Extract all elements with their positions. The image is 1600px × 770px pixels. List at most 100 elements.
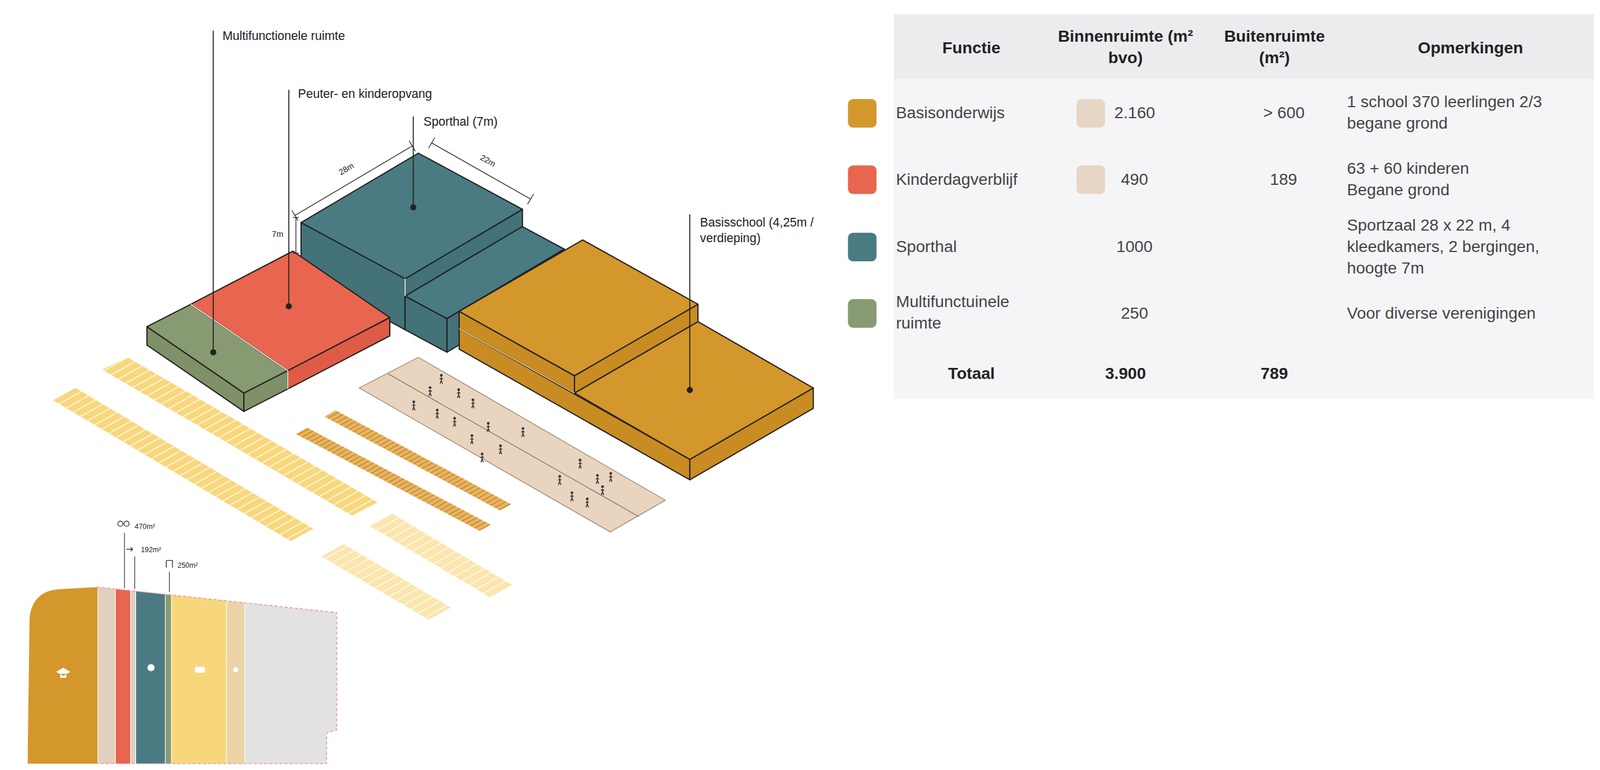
people [435,408,439,419]
people [570,491,574,501]
parking-strip [321,543,452,620]
people [601,485,605,496]
table-cell: 2.160 [1114,102,1156,124]
dimension-tick [291,210,299,221]
leader-dot [286,303,292,309]
strip-dividers [244,571,245,770]
dimension-tick [293,252,300,254]
table-cell: 189 [1269,169,1298,191]
strip-dividers [170,571,172,770]
table-cell: > 600 [1263,102,1305,124]
people [521,426,525,437]
leader-line [412,116,415,208]
site-strip [115,571,131,770]
table-cell: 1 school 370 leerlingen 2/3 begane grond [1346,92,1551,135]
people [412,400,416,410]
leader-label: Multifunctionele ruimte [222,28,346,45]
edge-line [287,370,289,390]
people [452,416,457,427]
table-header-ground [894,14,1595,79]
legend-swatch [847,165,877,194]
leader-line [123,532,125,588]
site-plan [20,521,342,770]
table-total: Totaal [947,362,995,384]
legend-swatch [847,99,877,128]
dimension-tick [428,137,435,149]
table-cell: 490 [1121,169,1149,191]
dimension-tick [409,140,416,152]
people [595,473,600,484]
legend-text: Kinderdagverblijf [895,169,1047,191]
table-total: 3.900 [1104,362,1147,384]
table-header: Opmerkingen [1417,37,1523,59]
leader-line [169,571,170,592]
area-label: 192m² [140,544,161,554]
people [609,471,613,482]
leader-dot [210,349,216,355]
table-header: Binnenruimte (m² bvo) [1053,26,1197,69]
edge-line [459,328,575,393]
leader-line [689,214,691,390]
table-cell: Sportzaal 28 x 22 m, 4 kleedkamers, 2 be… [1346,215,1572,280]
edge-line [404,278,406,296]
site-strip [165,571,172,770]
dimension-line [431,143,531,200]
people [456,387,461,398]
table-header: Functie [942,37,1001,59]
table-cell: 250 [1121,302,1149,324]
site-label-icons [118,521,173,568]
legend-text: Multifunctuinele ruimte [895,291,1047,335]
dimension-label: 22m [477,152,497,170]
table-total: 789 [1260,362,1288,384]
strip-dividers [115,571,116,770]
site-strip [97,571,116,770]
strip-dividers [97,571,245,770]
legend-swatch [847,232,877,262]
site-strip [244,571,342,770]
school-block [459,239,814,480]
leader-line [212,30,214,353]
table-cell: 1000 [1116,236,1153,258]
car-icon [195,666,206,673]
dimension-line [294,145,413,216]
leader-label: Sporthal (7m) [423,114,498,130]
site-strip [171,571,227,770]
people [486,421,490,432]
leader-label: Basisschool (4,25m / verdieping) [700,214,853,247]
chair-icon [166,559,173,567]
people [585,497,589,508]
site-strip [135,571,166,770]
edge-line [191,304,288,371]
leader-label: Peuter- en kinderopvang [298,86,433,103]
site-strip [20,571,98,770]
legend-swatch [847,298,877,328]
people-icon [118,521,124,527]
binnen-swatch [1076,99,1105,128]
people [428,386,432,397]
strip-dividers [130,571,131,770]
dimension-line [295,217,296,254]
site-icons [56,663,239,678]
arrow-icon [126,546,134,551]
area-label: 470m² [134,521,156,531]
legend-text: Sporthal [895,236,1047,258]
school-icon [56,667,71,678]
site-strip [130,571,137,770]
legend-text: Basisonderwijs [895,102,1047,124]
strip-dividers [226,571,227,770]
table-ground [894,14,1595,399]
leader-lines [210,30,693,393]
leader-line [134,555,135,589]
dimension-label: 7m [272,229,284,240]
parking-lines [321,543,452,620]
people [498,444,503,454]
strip-dividers [135,571,137,770]
table-cell: Voor diverse verenigingen [1346,302,1536,324]
kdv-block [147,250,390,412]
site-boundary [96,586,337,764]
block-top [191,250,391,371]
people [471,398,475,409]
sport-icon [147,663,155,671]
bike-icon [233,667,239,673]
